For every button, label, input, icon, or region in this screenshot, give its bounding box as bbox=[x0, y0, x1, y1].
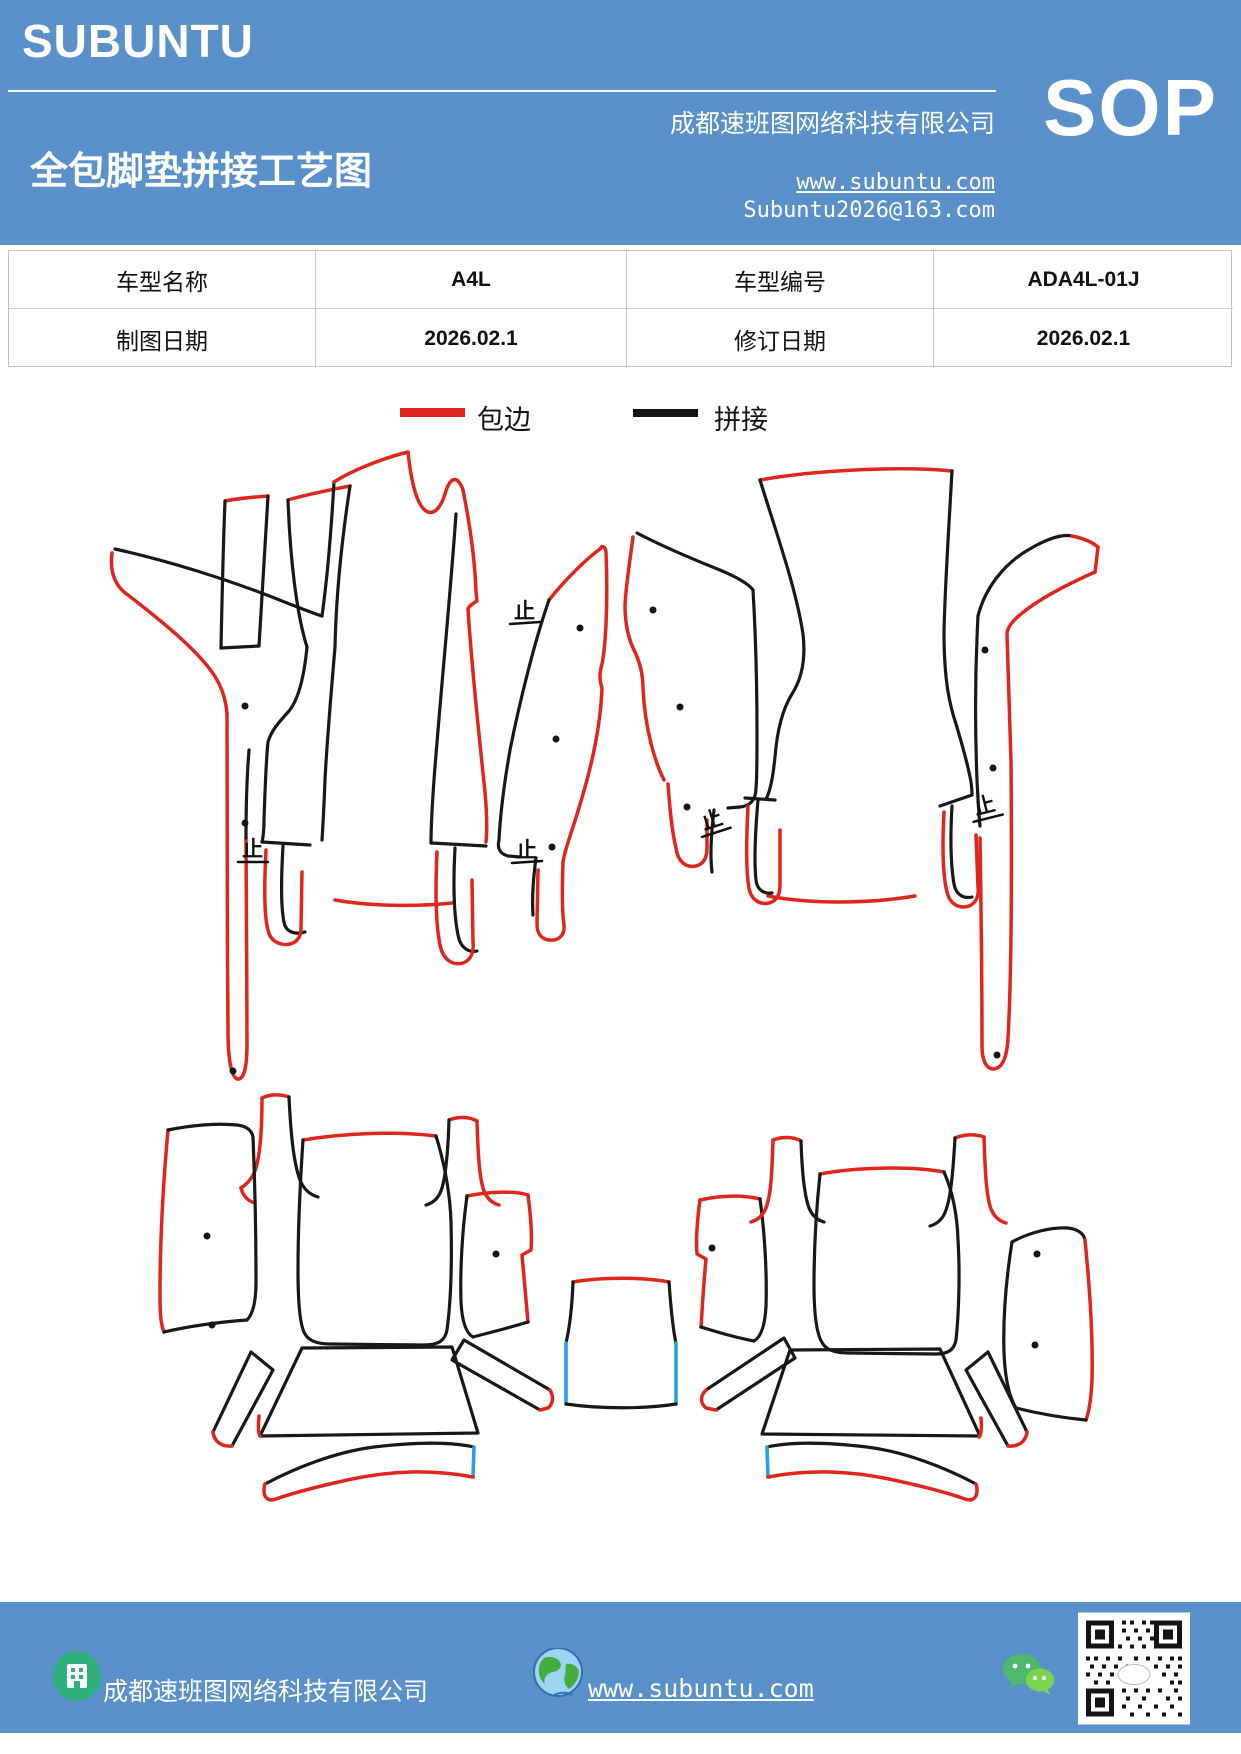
sop-badge: SOP bbox=[1043, 63, 1218, 152]
footer-website-link[interactable]: www.subuntu.com bbox=[588, 1674, 814, 1703]
legend-edge-wrap-label: 包边 bbox=[477, 405, 531, 435]
header-divider bbox=[8, 90, 996, 92]
qr-code bbox=[1078, 1612, 1190, 1725]
front-right-mat bbox=[743, 467, 980, 909]
globe-icon bbox=[533, 1648, 583, 1697]
table-cell-model-name-label: 车型名称 bbox=[9, 251, 316, 309]
header: SUBUNTU 全包脚垫拼接工艺图 成都速班图网络科技有限公司 SOP www.… bbox=[0, 0, 1241, 245]
stop-mark: 止 bbox=[242, 837, 263, 861]
header-website-link[interactable]: www.subuntu.com bbox=[796, 170, 995, 195]
rear-left-mat-group bbox=[158, 1093, 555, 1502]
table-cell-model-code-label: 车型编号 bbox=[627, 251, 934, 309]
table-cell-revision-date-value: 2026.02.1 bbox=[1036, 326, 1131, 350]
stop-marks: 止 止 止 止 止 bbox=[236, 599, 1004, 865]
legend-edge-wrap-swatch bbox=[400, 408, 465, 417]
table-cell-draw-date-label: 制图日期 bbox=[9, 309, 316, 368]
table-cell-model-code-value: ADA4L-01J bbox=[934, 251, 1233, 309]
building-icon bbox=[53, 1651, 101, 1701]
right-side-strip bbox=[974, 533, 1100, 1071]
middle-right-flap bbox=[623, 531, 759, 874]
legend-splice-label: 拼接 bbox=[714, 405, 768, 435]
center-tunnel-piece bbox=[564, 1276, 678, 1410]
wechat-icon bbox=[1003, 1654, 1054, 1695]
rear-right-mat-group bbox=[694, 1133, 1094, 1502]
header-email: Subuntu2026@163.com bbox=[743, 198, 995, 223]
stop-mark: 止 bbox=[514, 599, 535, 623]
table-cell-draw-date-value: 2026.02.1 bbox=[316, 309, 627, 368]
page-title: 全包脚垫拼接工艺图 bbox=[30, 151, 373, 193]
table-cell-revision-date-label: 修订日期 bbox=[627, 309, 934, 368]
vehicle-info-table: 车型名称 A4L 车型编号 ADA4L-01J 制图日期 2026.02.1 修… bbox=[8, 250, 1233, 368]
mat-pattern-diagram: 止 止 止 止 止 bbox=[109, 450, 1100, 1502]
stop-mark: 止 bbox=[516, 838, 537, 862]
middle-left-flap bbox=[496, 544, 609, 942]
table-cell-model-name-value: A4L bbox=[316, 251, 627, 309]
legend-splice-swatch bbox=[633, 409, 698, 417]
front-left-mat bbox=[109, 450, 489, 1081]
footer-company-name: 成都速班图网络科技有限公司 bbox=[103, 1679, 429, 1706]
brand-logo: SUBUNTU bbox=[22, 15, 254, 67]
header-company-name: 成都速班图网络科技有限公司 bbox=[669, 111, 995, 138]
